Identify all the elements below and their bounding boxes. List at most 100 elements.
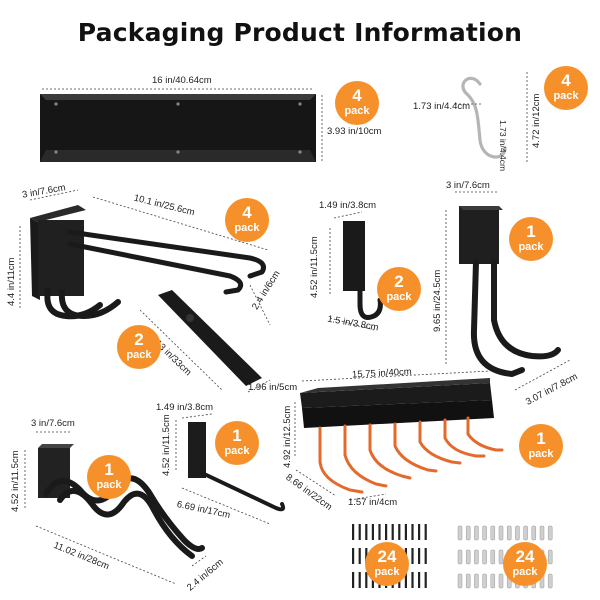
anchor: [474, 525, 479, 541]
double-hook-pack-unit: pack: [234, 222, 260, 234]
screw: [371, 524, 374, 540]
straight-hook-height-label: 4.52 in/11.5cm: [161, 414, 172, 476]
screw: [418, 572, 421, 588]
straight-hook-image: [175, 413, 286, 525]
screw: [411, 548, 414, 564]
anchor: [457, 549, 463, 565]
rail-pack-badge: 4 pack: [336, 82, 378, 124]
rail-pack-count: 4: [352, 86, 362, 105]
anchor: [490, 573, 496, 589]
anchor: [515, 525, 520, 541]
anchor: [498, 525, 504, 541]
anchor: [498, 549, 504, 565]
straight-hook-pack-unit: pack: [224, 445, 250, 457]
screw: [404, 524, 407, 540]
bike-hook-image: [445, 191, 571, 391]
straight-hook-pack-count: 1: [232, 426, 242, 445]
screw: [411, 572, 414, 588]
shelf-height-label: 4.92 in/12.5cm: [282, 405, 293, 468]
rail-width-label: 16 in/40.64cm: [152, 75, 212, 86]
screws-pack-unit: pack: [374, 566, 400, 578]
anchor: [539, 525, 545, 541]
double-hook-height-label: 4.4 in/11cm: [6, 257, 17, 306]
bike-hook-height-label: 9.65 in/24.5cm: [432, 269, 443, 332]
anchor: [482, 549, 487, 565]
screw: [424, 572, 427, 588]
strap-pack-badge: 2 pack: [118, 326, 160, 368]
screw: [411, 524, 414, 540]
straight-hook-pack-badge: 1 pack: [216, 422, 258, 464]
straight-hook-width-label: 1.49 in/3.8cm: [156, 402, 214, 413]
page-title: Packaging Product Information: [77, 18, 523, 47]
s-hook-pack-unit: pack: [553, 90, 579, 102]
anchor: [474, 573, 479, 589]
j-hook-width-label: 1.49 in/3.8cm: [319, 200, 377, 211]
s-hook-pack-count: 4: [561, 71, 571, 90]
anchor: [474, 549, 479, 565]
screw: [404, 572, 407, 588]
strap-pack-unit: pack: [126, 349, 152, 361]
anchors-pack-count: 24: [515, 547, 535, 566]
shelf-pack-unit: pack: [528, 448, 554, 460]
shelf-image: [294, 370, 504, 501]
bike-hook-pack-unit: pack: [518, 241, 544, 253]
anchor: [457, 525, 463, 541]
shelf-gap-label: 1.57 in/4cm: [348, 497, 398, 508]
screw: [424, 548, 427, 564]
s-hook-width-label: 1.73 in/4.4cm: [413, 101, 471, 112]
screw: [378, 524, 381, 540]
strap-width-label: 1.96 in/5cm: [248, 382, 298, 393]
s-hook-height-label: 4.72 in/12cm: [531, 93, 542, 148]
wave-hook-width-label: 3 in/7.6cm: [31, 418, 75, 429]
j-hook-image: [329, 211, 383, 331]
anchor: [490, 549, 496, 565]
screw: [418, 524, 421, 540]
screw: [352, 524, 355, 540]
j-hook-pack-count: 2: [394, 272, 404, 291]
bike-hook-pack-badge: 1 pack: [510, 218, 552, 260]
anchor: [465, 573, 471, 589]
wave-hook-pack-badge: 1 pack: [88, 456, 130, 498]
anchor: [465, 549, 471, 565]
rail-pack-unit: pack: [344, 105, 370, 117]
screw: [391, 524, 394, 540]
shelf-pack-badge: 1 pack: [520, 425, 562, 467]
bike-hook-width-label: 3 in/7.6cm: [446, 180, 490, 191]
screws-pack-count: 24: [377, 547, 397, 566]
s-hook-pack-badge: 4 pack: [545, 67, 587, 109]
anchor: [506, 525, 512, 541]
screw: [358, 572, 361, 588]
screw: [358, 548, 361, 564]
anchor: [482, 573, 487, 589]
double-hook-image: [19, 189, 271, 326]
strap-pack-count: 2: [134, 330, 144, 349]
j-hook-pack-unit: pack: [386, 291, 412, 303]
anchor: [490, 525, 496, 541]
screws-pack-badge: 24 pack: [366, 543, 408, 585]
anchors-pack-unit: pack: [512, 566, 538, 578]
double-hook-pack-count: 4: [242, 203, 252, 222]
wave-hook-pack-unit: pack: [96, 479, 122, 491]
s-hook-inner-label: 1.73 in/4.4cm: [498, 120, 508, 172]
anchor: [547, 573, 553, 589]
screw: [365, 572, 368, 588]
anchor: [465, 525, 471, 541]
bike-hook-pack-count: 1: [526, 222, 536, 241]
anchor: [531, 525, 537, 541]
screw: [418, 548, 421, 564]
double-hook-pack-badge: 4 pack: [226, 199, 268, 241]
screw: [352, 548, 355, 564]
screw: [424, 524, 427, 540]
strap-image: [139, 290, 271, 393]
anchor: [547, 549, 553, 565]
shelf-pack-count: 1: [536, 429, 546, 448]
screw: [352, 572, 355, 588]
anchor: [523, 525, 528, 541]
anchors-pack-badge: 24 pack: [504, 543, 546, 585]
wave-hook-image: [24, 431, 207, 585]
j-hook-height-label: 4.52 in/11.5cm: [309, 236, 320, 298]
anchor: [482, 525, 487, 541]
wave-hook-height-label: 4.52 in/11.5cm: [10, 450, 21, 512]
wall-rail-image: [40, 88, 323, 162]
s-hook-image: [455, 72, 528, 162]
